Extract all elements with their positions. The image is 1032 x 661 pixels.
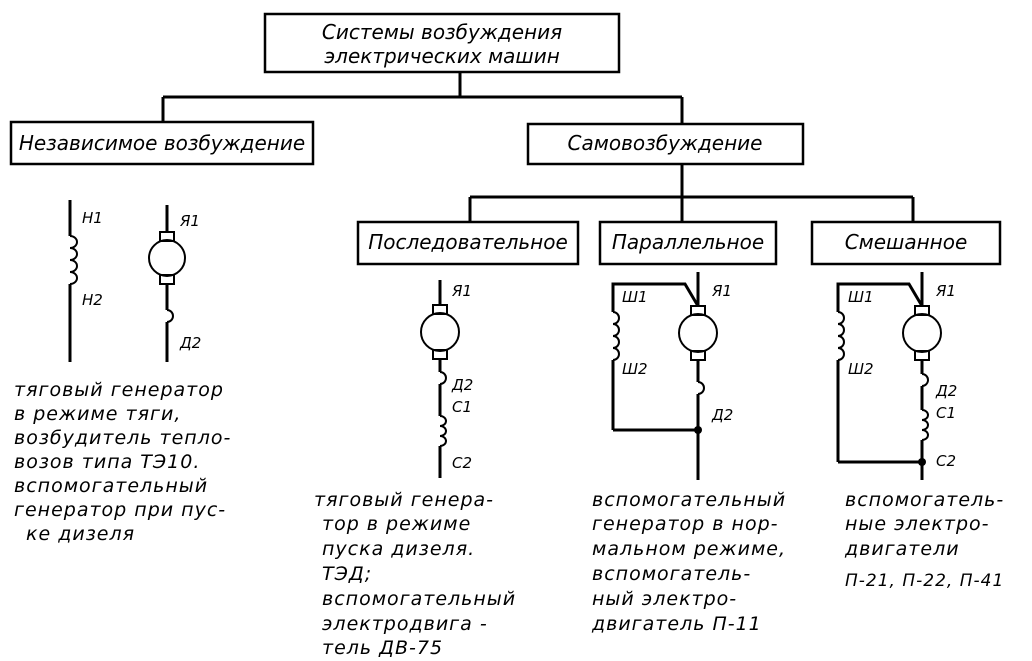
- terminal-h2: Н2: [82, 291, 103, 309]
- terminal-c1: С1: [936, 404, 956, 422]
- terminal-c2: С2: [452, 454, 472, 472]
- independent-armature: Я1 Д2: [148, 205, 201, 362]
- caption-line: П-21, П-22, П-41: [845, 571, 1004, 591]
- caption-line: вспомогательный: [592, 489, 786, 511]
- series-box: Последовательное: [356, 220, 580, 266]
- caption-line: генератор при пус-: [14, 499, 226, 521]
- mixed-circuit: Ш1 Ш2 Я1 Д2 С1 С2: [836, 272, 957, 480]
- parallel-box: Параллельное: [598, 220, 778, 266]
- armature-circle: [420, 312, 460, 352]
- caption-line: ный электро-: [592, 588, 737, 610]
- armature-circle: [902, 313, 942, 353]
- caption-line: тор в режиме: [322, 513, 471, 535]
- root-title-line2: электрических машин: [324, 44, 560, 68]
- caption-line: мальном режиме,: [592, 538, 786, 560]
- caption-line: двигатель П-11: [591, 613, 762, 635]
- self-excitation-label: Самовозбуждение: [568, 131, 763, 155]
- caption-line: вспомогательный: [14, 475, 208, 497]
- armature-circle: [678, 313, 718, 353]
- tree-connectors: [161, 72, 915, 222]
- terminal-sh1: Ш1: [622, 288, 648, 306]
- terminal-sh2: Ш2: [622, 360, 648, 378]
- junction-dot: [918, 458, 926, 466]
- caption-line: тель ДВ-75: [322, 637, 443, 659]
- independent-label: Независимое возбуждение: [19, 131, 305, 155]
- independent-field-winding: Н1 Н2: [68, 200, 103, 362]
- self-excitation-box: Самовозбуждение: [526, 122, 805, 166]
- series-label: Последовательное: [368, 230, 568, 254]
- terminal-c1: С1: [452, 398, 472, 416]
- terminal-d2: Д2: [451, 376, 473, 394]
- caption-independent: тяговый генератор в режиме тяги, возбуди…: [14, 379, 231, 545]
- terminal-d2: Д2: [935, 382, 957, 400]
- terminal-ya1: Я1: [935, 282, 956, 300]
- mixed-label: Смешанное: [845, 230, 968, 254]
- caption-line: электродвига -: [322, 613, 488, 635]
- armature-circle: [148, 239, 186, 277]
- caption-line: вспомогатель-: [845, 489, 1004, 511]
- caption-line: вспомогатель-: [592, 563, 751, 585]
- caption-series: тяговый генера- тор в режиме пуска дизел…: [314, 489, 516, 659]
- terminal-ya1: Я1: [451, 282, 472, 300]
- terminal-ya1: Я1: [179, 212, 200, 230]
- caption-line: тяговый генера-: [314, 489, 494, 511]
- caption-line: пуска дизеля.: [322, 538, 475, 560]
- caption-line: ке дизеля: [26, 523, 135, 545]
- terminal-c2: С2: [936, 452, 956, 470]
- terminal-h1: Н1: [82, 209, 103, 227]
- root-box: Системы возбуждения электрических машин: [263, 12, 621, 74]
- caption-line: возбудитель тепло-: [14, 427, 231, 449]
- caption-line: двигатели: [844, 538, 960, 560]
- terminal-sh1: Ш1: [848, 288, 874, 306]
- caption-line: ные электро-: [845, 513, 990, 535]
- root-title-line1: Системы возбуждения: [322, 20, 562, 44]
- caption-line: ТЭД;: [322, 563, 372, 585]
- caption-line: вспомогательный: [322, 588, 516, 610]
- series-circuit: Я1 Д2 С1 С2: [420, 280, 473, 478]
- junction-dot: [694, 426, 702, 434]
- caption-parallel: вспомогательный генератор в нор- мальном…: [591, 489, 786, 635]
- independent-box: Независимое возбуждение: [9, 120, 315, 166]
- parallel-label: Параллельное: [612, 230, 764, 254]
- caption-line: генератор в нор-: [592, 513, 778, 535]
- terminal-d2: Д2: [179, 334, 201, 352]
- caption-line: возов типа ТЭ10.: [14, 451, 200, 473]
- mixed-box: Смешанное: [810, 220, 1002, 266]
- parallel-circuit: Ш1 Ш2 Я1 Д2: [611, 272, 733, 480]
- caption-line: в режиме тяги,: [14, 403, 181, 425]
- caption-line: тяговый генератор: [14, 379, 224, 401]
- terminal-sh2: Ш2: [848, 360, 874, 378]
- terminal-d2: Д2: [711, 406, 733, 424]
- caption-mixed: вспомогатель- ные электро- двигатели П-2…: [844, 489, 1004, 591]
- terminal-ya1: Я1: [711, 282, 732, 300]
